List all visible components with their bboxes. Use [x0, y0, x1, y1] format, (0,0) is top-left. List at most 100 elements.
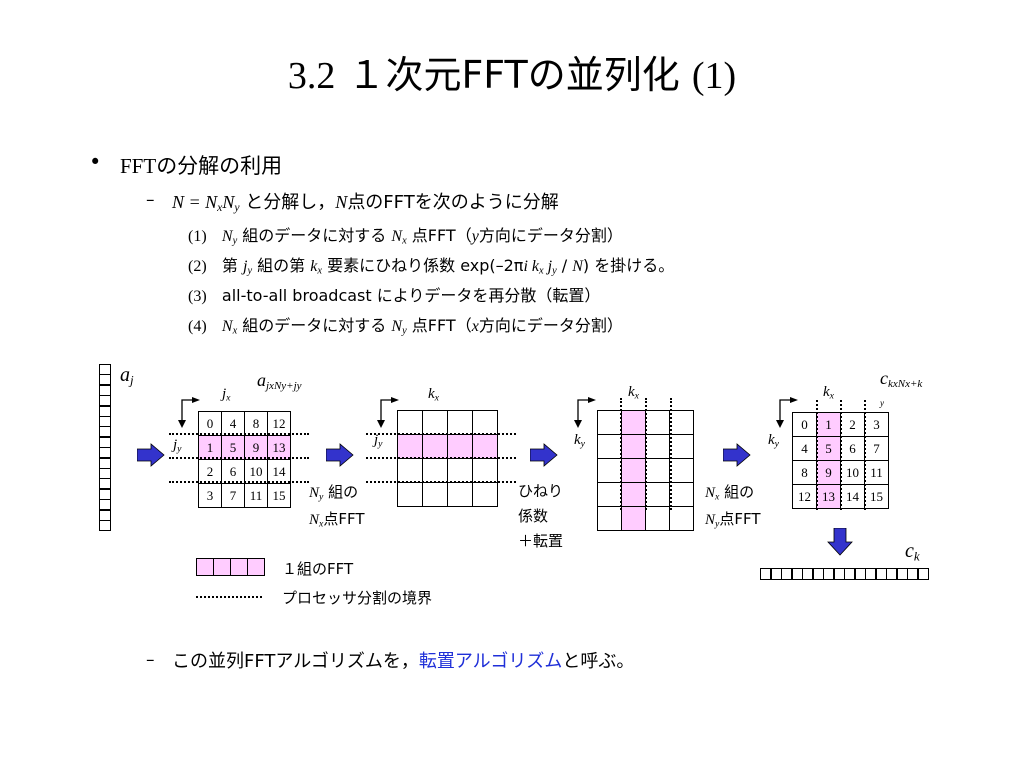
jy-sub: y [378, 438, 383, 450]
vector-cell [99, 364, 111, 375]
vector-cell [99, 520, 111, 531]
step-var: x [471, 318, 479, 335]
kx-label-4: kx [823, 384, 834, 401]
grid-cell [422, 410, 448, 435]
step-text: all-to-all broadcast によりデータを再分散（転置） [221, 286, 601, 305]
kx-label: kx [428, 386, 439, 403]
step-sub: x [402, 235, 407, 247]
step1-sub: y [319, 491, 324, 503]
aj-var: a [120, 364, 130, 386]
grid-cell [472, 458, 498, 483]
jy-var: j [173, 437, 178, 453]
step2-text: 係数 [518, 507, 549, 525]
grid-cell [447, 410, 473, 435]
step-number: (1) [188, 228, 207, 245]
grid-cell [397, 458, 423, 483]
vector-cell [886, 568, 897, 580]
jx-var: j [222, 386, 227, 402]
vector-cell [760, 568, 771, 580]
grid-cell: 11 [244, 483, 268, 508]
grid-cell: 5 [816, 436, 841, 461]
vector-cell [917, 568, 929, 580]
vector-cell [907, 568, 918, 580]
legend-cell [247, 558, 265, 576]
step-1: (1) Ny 組のデータに対する Nx 点FFT（y方向にデータ分割） [188, 222, 623, 247]
grid-cell [645, 458, 670, 483]
bullet-marker: • [89, 150, 102, 174]
grid-cell [597, 434, 622, 459]
conclusion-line: この並列FFTアルゴリズムを，転置アルゴリズムと呼ぶ。 [172, 647, 634, 673]
ajx-var: a [257, 370, 266, 390]
vector-cell [802, 568, 813, 580]
vector-cell [833, 568, 845, 580]
corner-arrow-icon [178, 397, 200, 428]
vector-cell [99, 426, 111, 438]
aj-sub: j [130, 372, 134, 388]
kx-var: k [628, 384, 635, 400]
vector-cell [99, 488, 111, 500]
vector-cell [781, 568, 792, 580]
grid-cell: 1 [816, 412, 841, 437]
step-text: 点FFT（ [406, 226, 472, 245]
grid-cell: 3 [198, 483, 222, 508]
step-sub: y [402, 325, 407, 337]
partition-line [864, 400, 866, 510]
step3-label: Nx 組の Ny点FFT [705, 481, 761, 536]
partition-line [366, 433, 516, 435]
decompose-text2: 点のFFTを次のように分解 [347, 192, 559, 213]
vector-cell [875, 568, 887, 580]
vector-cell [99, 384, 111, 396]
legend-boundary-text: プロセッサ分割の境界 [282, 589, 433, 607]
grid-cell: 7 [864, 436, 889, 461]
kx-label-3: kx [628, 384, 639, 401]
vector-cell [844, 568, 855, 580]
corner-arrow-icon [377, 397, 399, 428]
step-number: (4) [188, 318, 207, 335]
grid-cell [422, 434, 448, 459]
grid-cell [669, 482, 694, 507]
grid-cell: 7 [221, 483, 245, 508]
partition-line [169, 481, 309, 483]
decompose-ny: N [222, 192, 235, 212]
vector-cell [99, 416, 111, 427]
grid-cell [397, 482, 423, 507]
step-var: j [243, 258, 248, 275]
step-text: 組の第 [252, 256, 311, 275]
vector-cell [99, 405, 111, 417]
kx-sub: x [434, 392, 439, 404]
grid-cell [669, 506, 694, 531]
vector-cell [99, 447, 111, 459]
step-var: k [310, 258, 318, 275]
partition-line [169, 433, 309, 435]
step1-var: N [309, 512, 320, 529]
ky-sub: y [580, 438, 585, 450]
grid-cell: 14 [840, 484, 865, 509]
step3-var: N [705, 485, 716, 501]
grid-cell: 10 [244, 459, 268, 484]
grid-cell [447, 458, 473, 483]
block-arrow-icon [137, 443, 165, 467]
ckx-label: ckxNx+k [880, 368, 922, 390]
grid-cell [645, 434, 670, 459]
step-text: 組のデータに対する [237, 226, 392, 245]
step-text: 第 [221, 256, 244, 275]
grid-cell [669, 410, 694, 435]
title-suffix: (1) [691, 55, 737, 97]
ck-label: ck [905, 540, 920, 564]
partition-line [169, 457, 309, 459]
grid-cell: 9 [816, 460, 841, 485]
vector-cell [823, 568, 834, 580]
grid-cell [447, 482, 473, 507]
block-arrow-icon [530, 443, 558, 467]
decompose-text: と分解し， [239, 192, 336, 213]
step-number: (3) [188, 288, 207, 305]
jy-var: j [374, 432, 379, 448]
legend-dotted-line [196, 596, 262, 598]
decompose-n: N [335, 192, 348, 212]
step-sub: x [317, 265, 323, 277]
bullet-fft: FFT [120, 154, 157, 178]
grid-cell [645, 482, 670, 507]
grid-cell: 13 [267, 435, 291, 460]
step-4: (4) Nx 組のデータに対する Ny 点FFT（x方向にデータ分割） [188, 312, 623, 337]
step-var: i k [523, 258, 539, 275]
